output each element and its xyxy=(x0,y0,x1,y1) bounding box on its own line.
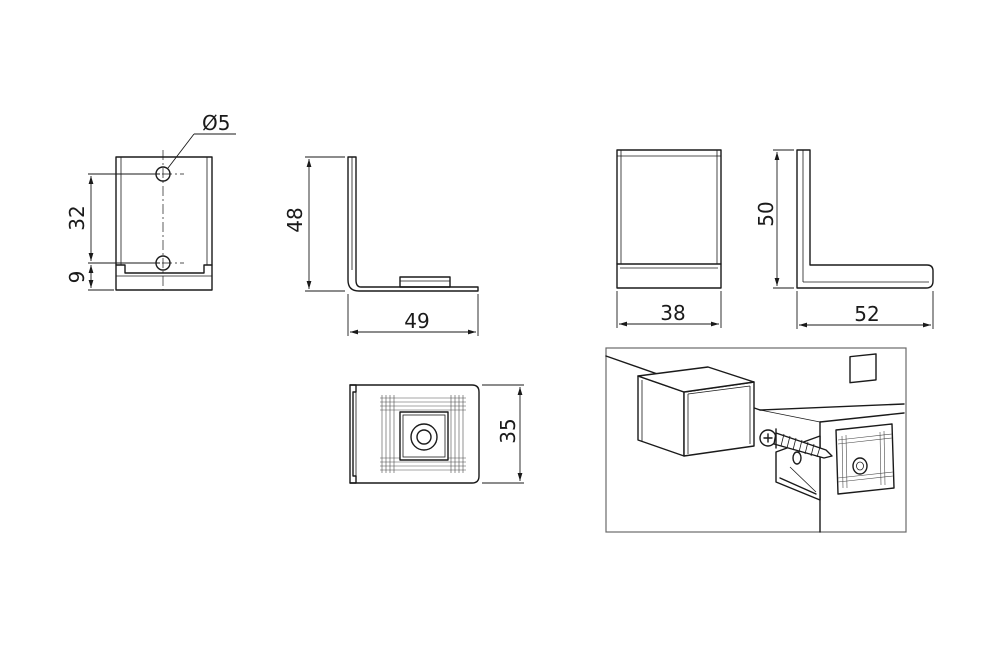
side-depth-label: 49 xyxy=(404,309,429,333)
side-height-label: 48 xyxy=(283,207,307,232)
mounted-bracket xyxy=(775,353,895,501)
hole-diameter-label: Ø5 xyxy=(202,111,230,135)
hole-offset-label: 9 xyxy=(65,271,89,284)
assembly-isometric-view xyxy=(605,347,907,533)
bracket-front-view: Ø5 32 9 xyxy=(65,111,236,291)
screw xyxy=(759,428,833,459)
cover-front-view: 38 xyxy=(616,149,722,328)
hole-spacing-label: 32 xyxy=(65,205,89,230)
cover-side-view: 50 52 xyxy=(754,149,934,329)
top-width-label: 35 xyxy=(496,418,520,443)
cover-height-label: 50 xyxy=(754,201,778,226)
cover-depth-label: 52 xyxy=(854,302,879,326)
cover-part xyxy=(637,366,755,457)
bracket-top-view: 35 xyxy=(349,384,524,484)
bracket-side-view: 48 49 xyxy=(283,156,479,336)
cover-width-label: 38 xyxy=(660,301,685,325)
